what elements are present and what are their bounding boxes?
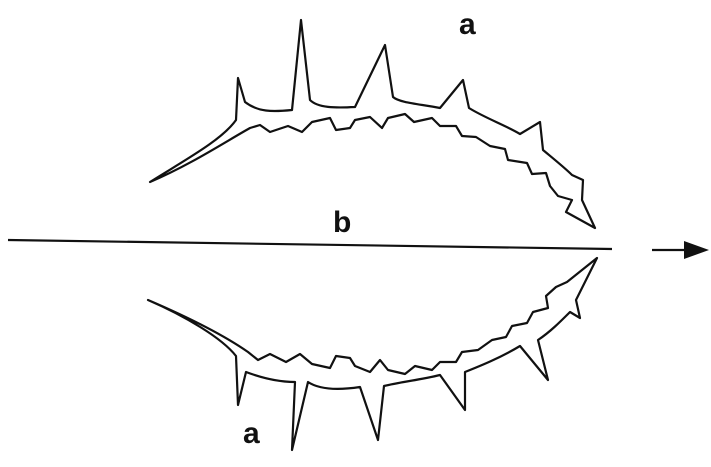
label-upper-a: a (459, 8, 476, 41)
label-lower-a: a (243, 417, 260, 450)
axis-line (8, 240, 612, 249)
label-b: b (333, 206, 351, 239)
arrow-head-icon (684, 241, 709, 259)
upper-spiny-outline (150, 20, 595, 228)
lower-spiny-outline (148, 258, 597, 450)
